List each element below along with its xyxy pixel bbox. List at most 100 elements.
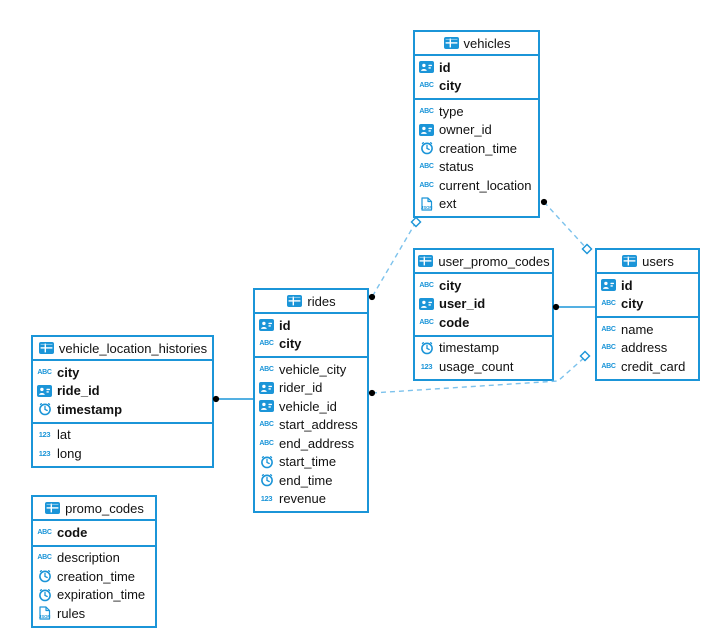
abc-glyph: ABC <box>601 362 616 370</box>
abc-glyph: ABC <box>419 82 434 90</box>
dot-endpoint-marker <box>368 293 376 301</box>
field-label: ride_id <box>57 383 100 399</box>
field-label: end_time <box>279 472 333 488</box>
field-row-start_time: start_time <box>255 453 367 472</box>
text-type-icon: ABC <box>600 363 617 370</box>
field-row-credit_card: ABC credit_card <box>597 357 698 376</box>
field-label: id <box>621 277 633 293</box>
abc-glyph: ABC <box>601 325 616 333</box>
user-id-type-icon <box>258 319 275 332</box>
text-type-icon: ABC <box>600 300 617 307</box>
table-header-vehicle_location_histories[interactable]: vehicle_location_histories <box>33 337 212 361</box>
123-glyph: 123 <box>420 361 433 371</box>
field-label: city <box>439 277 462 293</box>
json-type-icon: JSON <box>36 606 53 620</box>
field-label: user_id <box>439 296 486 312</box>
table-header-vehicles[interactable]: vehicles <box>415 32 538 56</box>
abc-glyph: ABC <box>37 554 52 562</box>
field-label: credit_card <box>621 358 686 374</box>
123-glyph: 123 <box>38 430 51 439</box>
field-label: type <box>439 103 464 119</box>
table-header-user_promo_codes[interactable]: user_promo_codes <box>415 250 552 274</box>
svg-text:JSON: JSON <box>421 205 432 210</box>
field-label: lat <box>57 427 71 443</box>
field-label: creation_time <box>57 568 136 584</box>
dot-endpoint-marker <box>540 198 548 206</box>
field-row-description: ABC description <box>33 549 155 568</box>
field-row-end_time: end_time <box>255 471 367 490</box>
field-row-type: ABC type <box>415 102 538 121</box>
table-icon <box>38 342 55 354</box>
field-label: expiration_time <box>57 587 146 603</box>
timestamp-type-icon <box>36 402 53 416</box>
table-header-promo_codes[interactable]: promo_codes <box>33 497 155 521</box>
connector-vehicles-users <box>540 198 593 255</box>
table-icon <box>417 255 434 267</box>
field-row-ride_id: ride_id <box>33 382 212 401</box>
number-type-icon: 123 <box>258 495 275 503</box>
text-type-icon: ABC <box>418 163 435 170</box>
table-title: vehicles <box>463 35 511 51</box>
timestamp-type-icon <box>36 569 53 583</box>
number-type-icon: 123 <box>36 449 53 458</box>
user-id-type-icon <box>258 400 275 413</box>
user-id-type-icon <box>36 384 53 397</box>
abc-glyph: ABC <box>37 368 52 376</box>
abc-glyph: ABC <box>37 528 52 536</box>
abc-glyph: ABC <box>259 439 274 447</box>
field-label: id <box>439 59 451 75</box>
field-row-timestamp: timestamp <box>33 400 212 419</box>
text-type-icon: ABC <box>36 369 53 376</box>
abc-glyph: ABC <box>259 421 274 429</box>
field-row-id: id <box>597 276 698 295</box>
field-row-creation_time: creation_time <box>33 567 155 586</box>
diamond-endpoint-marker <box>581 243 593 255</box>
table-header-users[interactable]: users <box>597 250 698 274</box>
field-row-expiration_time: expiration_time <box>33 586 155 605</box>
123-glyph: 123 <box>260 494 273 503</box>
field-label: description <box>57 550 120 566</box>
field-label: start_time <box>279 454 337 470</box>
table-icon <box>443 37 460 49</box>
field-row-timestamp: timestamp <box>415 339 552 358</box>
table-title: rides <box>307 293 336 309</box>
user-id-type-icon <box>418 61 435 74</box>
field-row-id: id <box>415 58 538 77</box>
abc-glyph: ABC <box>259 340 274 348</box>
table-title: user_promo_codes <box>438 253 550 269</box>
table-header-rides[interactable]: rides <box>255 290 367 314</box>
text-type-icon: ABC <box>418 108 435 115</box>
table-title: users <box>642 253 674 269</box>
table-title: vehicle_location_histories <box>58 340 208 356</box>
timestamp-type-icon <box>258 455 275 469</box>
text-type-icon: ABC <box>36 529 53 536</box>
field-label: id <box>279 317 291 333</box>
field-label: current_location <box>439 177 532 193</box>
field-row-rider_id: rider_id <box>255 379 367 398</box>
field-label: timestamp <box>439 340 499 356</box>
